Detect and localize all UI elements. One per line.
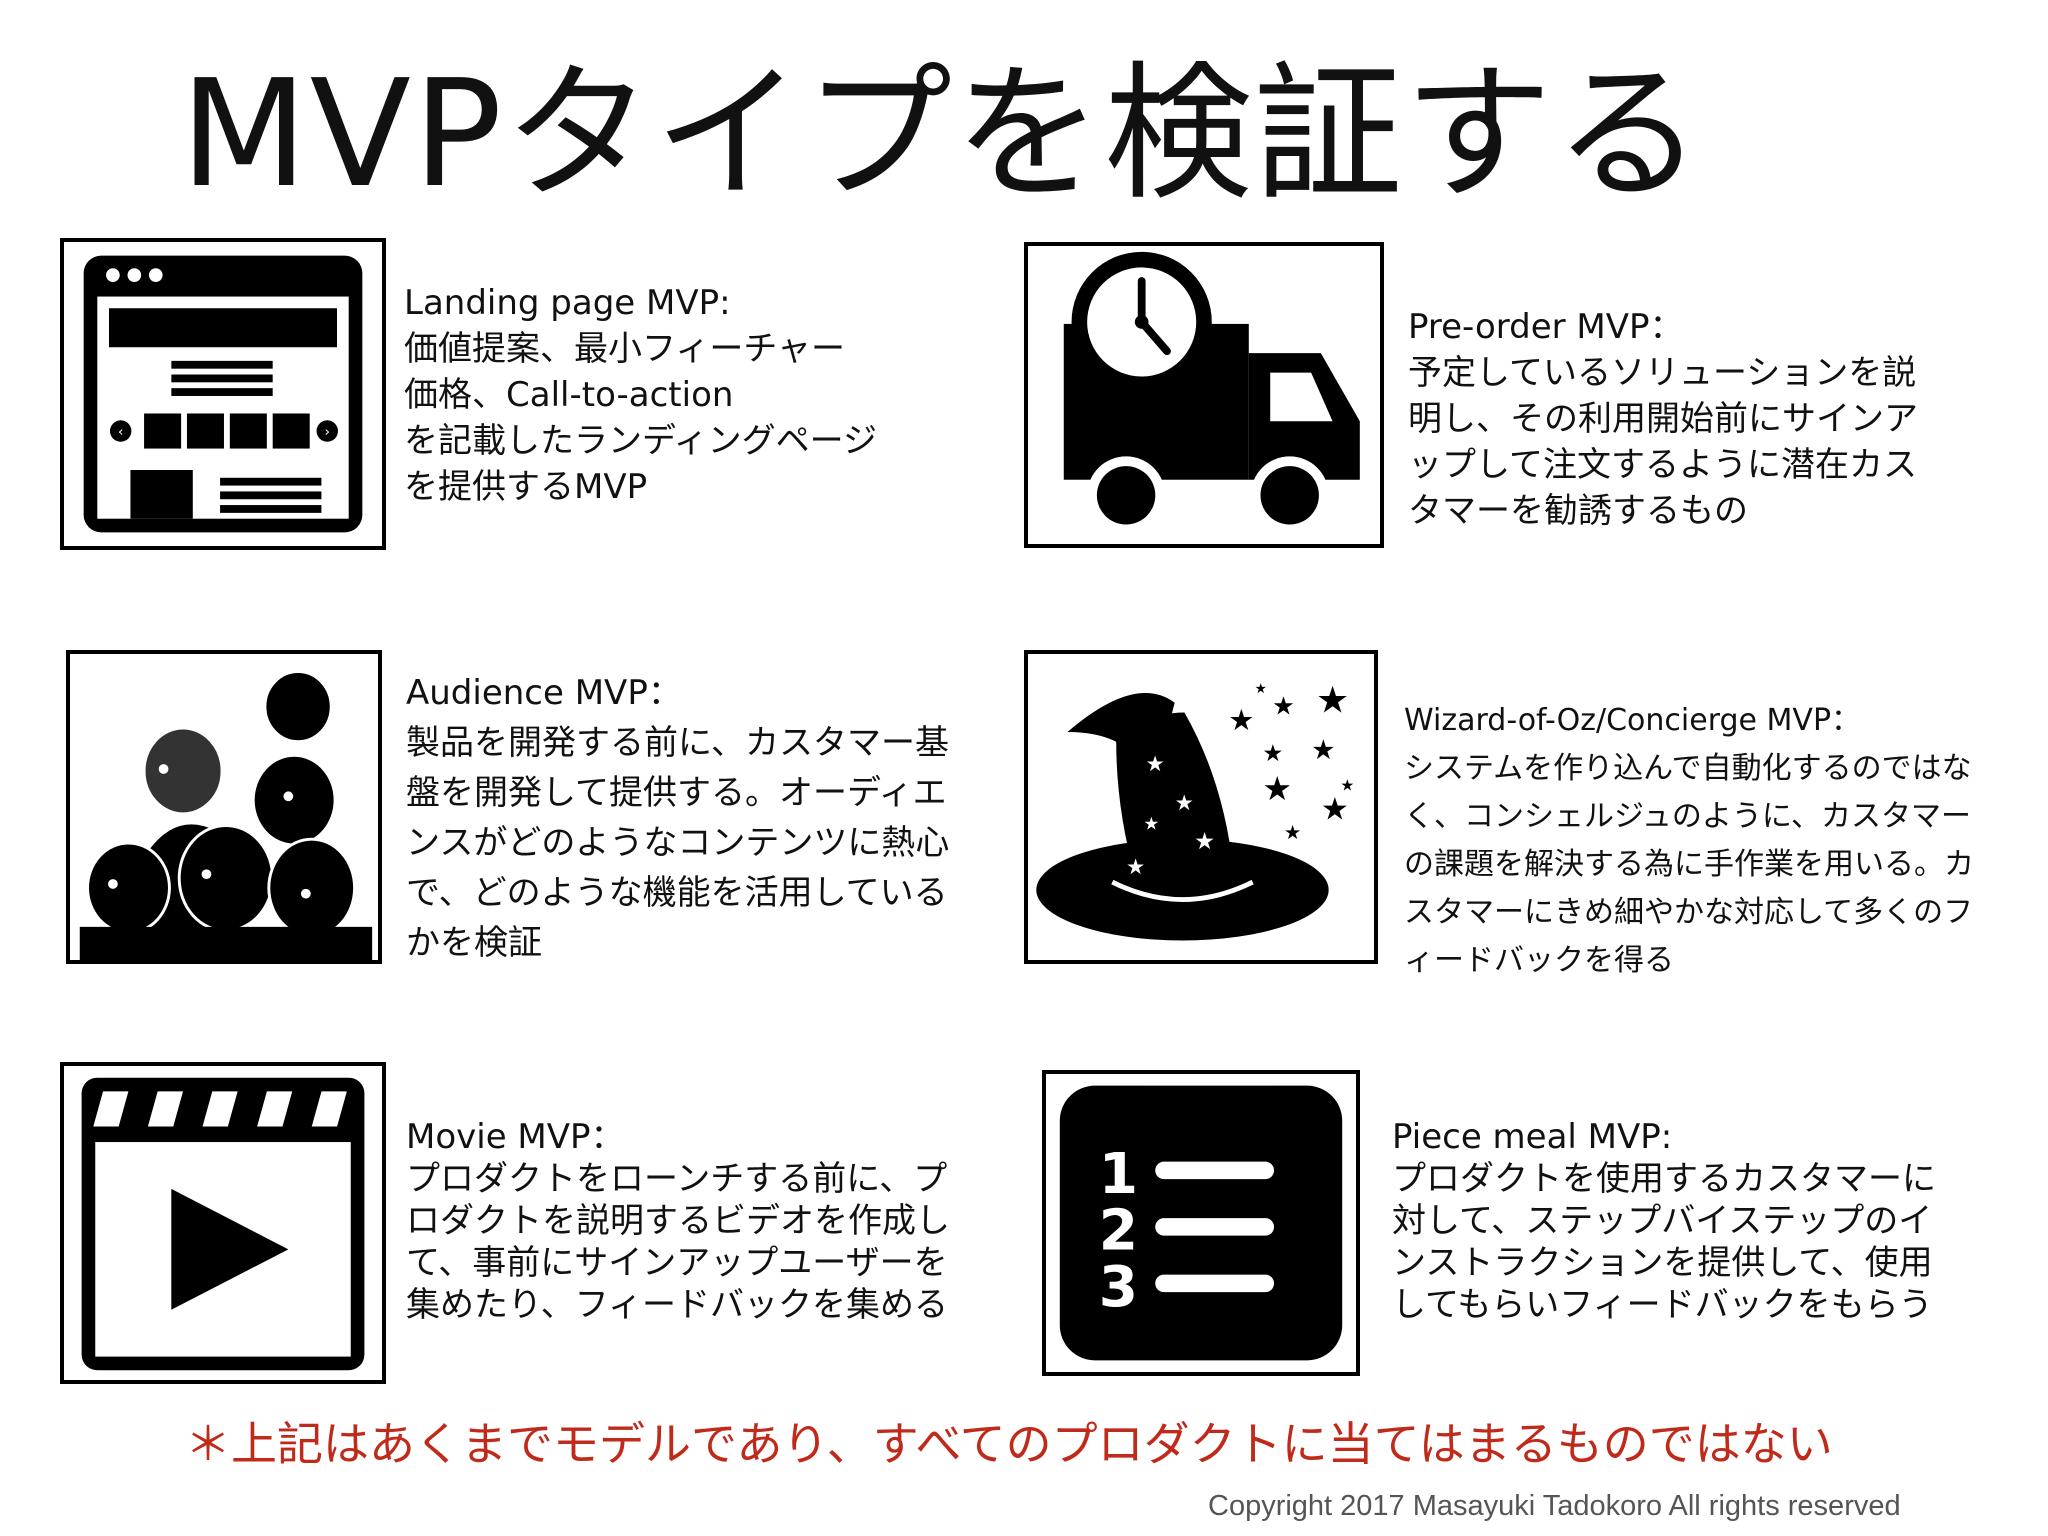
card-body: 製品を開発する前に、カスタマー基 盤を開発して提供する。オーディエ ンスがどのよ… xyxy=(406,723,950,963)
svg-text:★: ★ xyxy=(1311,735,1335,766)
card-piece-meal: Piece meal MVP: プロダクトを使用するカスタマーに 対して、ステッ… xyxy=(1392,1116,1936,1326)
card-body: 予定しているソリューションを説 明し、その利用開始前にサインア ップして注文する… xyxy=(1408,353,1918,531)
numbered-list-icon: 1 2 3 xyxy=(1059,1085,1343,1361)
card-movie: Movie MVP： プロダクトをローンチする前に、プ ロダクトを説明するビデオ… xyxy=(406,1116,950,1326)
wizard-hat-icon: ★ ★ ★ ★ ★ ★ ★ ★ ★ ★ ★ ★ ★ ★ ★ xyxy=(1036,678,1354,941)
svg-text:★: ★ xyxy=(1262,769,1292,808)
svg-text:★: ★ xyxy=(1321,792,1349,828)
pre-order-icon-frame xyxy=(1024,242,1384,548)
svg-text:★: ★ xyxy=(1272,690,1295,720)
svg-text:★: ★ xyxy=(1255,681,1267,697)
wizard-icon-frame: ★ ★ ★ ★ ★ ★ ★ ★ ★ ★ ★ ★ ★ ★ ★ xyxy=(1024,650,1378,964)
svg-text:‹: ‹ xyxy=(118,424,123,440)
svg-text:★: ★ xyxy=(1284,821,1301,844)
svg-text:3: 3 xyxy=(1099,1255,1138,1320)
card-heading: Wizard-of-Oz/Concierge MVP： xyxy=(1404,703,1862,738)
delivery-truck-clock-icon xyxy=(1063,251,1360,535)
svg-text:★: ★ xyxy=(1175,791,1194,816)
svg-text:1: 1 xyxy=(1099,1142,1138,1207)
card-pre-order: Pre-order MVP： 予定しているソリューションを説 明し、その利用開始… xyxy=(1408,304,1918,534)
card-body: プロダクトをローンチする前に、プ ロダクトを説明するビデオを作成し て、事前にサ… xyxy=(406,1159,950,1325)
svg-text:★: ★ xyxy=(1262,739,1283,767)
landing-page-icon-frame: ‹ › xyxy=(60,238,386,550)
card-heading: Landing page MVP: xyxy=(404,283,731,323)
card-body: 価値提案、最小フィーチャー 価格、Call-to-action を記載したランデ… xyxy=(404,329,877,507)
svg-text:★: ★ xyxy=(1340,776,1354,794)
svg-text:★: ★ xyxy=(1126,855,1145,880)
crowd-icon xyxy=(79,670,373,960)
svg-text:★: ★ xyxy=(1194,827,1215,855)
svg-text:★: ★ xyxy=(1316,678,1349,721)
page-title: MVPタイプを検証する xyxy=(180,48,1705,220)
svg-text:★: ★ xyxy=(1228,703,1254,737)
svg-text:›: › xyxy=(325,424,330,440)
audience-icon-frame xyxy=(66,650,382,964)
copyright-text: Copyright 2017 Masayuki Tadokoro All rig… xyxy=(1208,1490,1901,1522)
svg-text:★: ★ xyxy=(1144,814,1160,834)
piece-meal-icon-frame: 1 2 3 xyxy=(1042,1070,1360,1376)
disclaimer-note: ＊上記はあくまでモデルであり、すべてのプロダクトに当てはまるものではない xyxy=(185,1417,1833,1471)
card-body: プロダクトを使用するカスタマーに 対して、ステップバイステップのイ ンストラクシ… xyxy=(1392,1159,1936,1325)
card-landing-page: Landing page MVP: 価値提案、最小フィーチャー 価格、Call-… xyxy=(404,280,877,510)
card-body: システムを作り込んで自動化するのではな く、コンシェルジュのように、カスタマー … xyxy=(1404,751,1974,978)
clapperboard-play-icon xyxy=(81,1077,365,1371)
browser-window-icon: ‹ › xyxy=(83,255,363,533)
card-heading: Pre-order MVP： xyxy=(1408,307,1684,347)
svg-text:2: 2 xyxy=(1099,1198,1138,1263)
movie-icon-frame xyxy=(60,1062,386,1384)
card-heading: Piece meal MVP: xyxy=(1392,1117,1673,1157)
card-heading: Audience MVP： xyxy=(406,673,682,713)
card-heading: Movie MVP： xyxy=(406,1117,625,1157)
card-wizard-of-oz: Wizard-of-Oz/Concierge MVP： システムを作り込んで自動… xyxy=(1404,697,1974,985)
svg-text:★: ★ xyxy=(1145,752,1164,777)
card-audience: Audience MVP： 製品を開発する前に、カスタマー基 盤を開発して提供す… xyxy=(406,668,949,968)
